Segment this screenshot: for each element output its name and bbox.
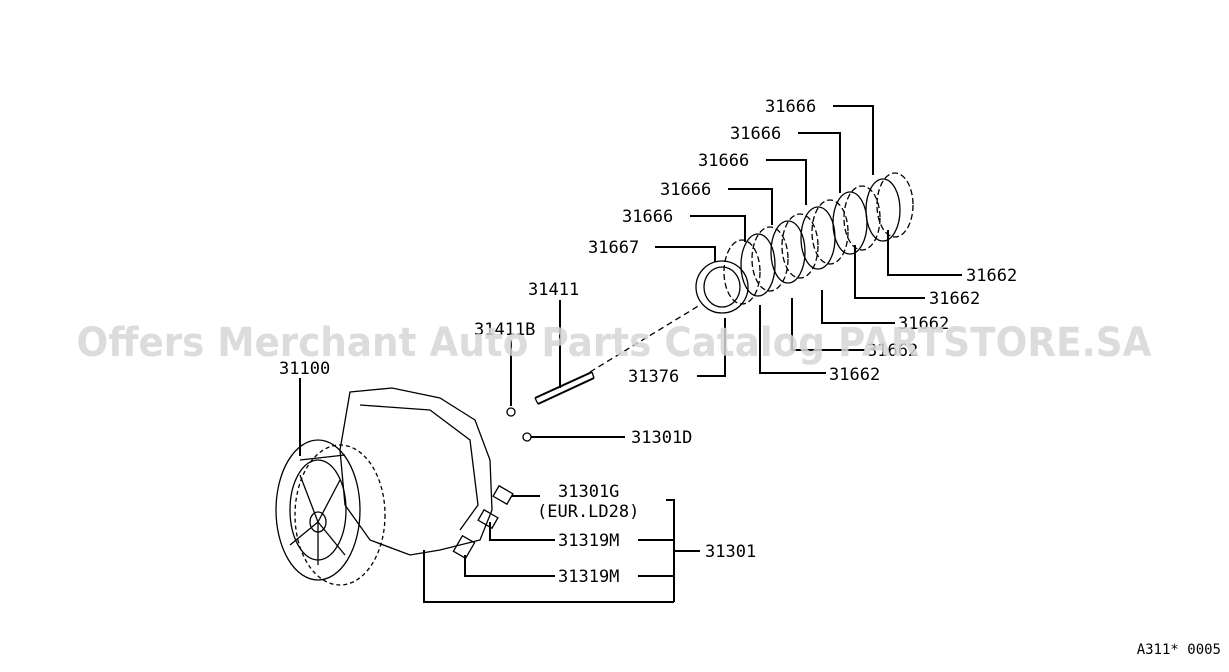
watermark: Offers Merchant Auto Parts Catalog PARTS… (77, 320, 1152, 366)
label-31666-d: 31666 (660, 180, 711, 200)
transmission-housing-31100 (275, 387, 493, 586)
label-31662-c: 31662 (898, 314, 949, 334)
label-31411: 31411 (528, 280, 579, 300)
pin-31411 (534, 371, 595, 405)
label-31319m-b: 31319M (558, 567, 619, 587)
fitting-31319m-upper (477, 508, 499, 530)
part-labels: 31666 31666 31666 31666 31666 31667 3166… (279, 97, 1017, 587)
label-31662-d: 31662 (867, 341, 918, 361)
o-ring-31411b (506, 407, 516, 417)
label-31666-e: 31666 (622, 207, 673, 227)
label-31411b: 31411B (474, 320, 535, 340)
o-ring-31301d (522, 432, 532, 442)
fitting-31319m-lower (452, 534, 476, 560)
label-31301g: 31301G (558, 482, 619, 502)
label-31666-b: 31666 (730, 124, 781, 144)
label-31301g-note: (EUR.LD28) (537, 502, 639, 522)
clutch-plate-stack (695, 172, 914, 314)
leader-lines (299, 105, 962, 603)
label-31666-a: 31666 (765, 97, 816, 117)
label-31301d: 31301D (631, 428, 692, 448)
label-31319m-a: 31319M (558, 531, 619, 551)
label-31301: 31301 (705, 542, 756, 562)
fitting-31301g (492, 484, 514, 506)
label-31667: 31667 (588, 238, 639, 258)
label-31662-e: 31662 (829, 365, 880, 385)
label-31662-b: 31662 (929, 289, 980, 309)
label-31662-a: 31662 (966, 266, 1017, 286)
label-31376: 31376 (628, 367, 679, 387)
label-31100: 31100 (279, 359, 330, 379)
label-31666-c: 31666 (698, 151, 749, 171)
reference-code: A311* 0005 (1137, 642, 1221, 658)
